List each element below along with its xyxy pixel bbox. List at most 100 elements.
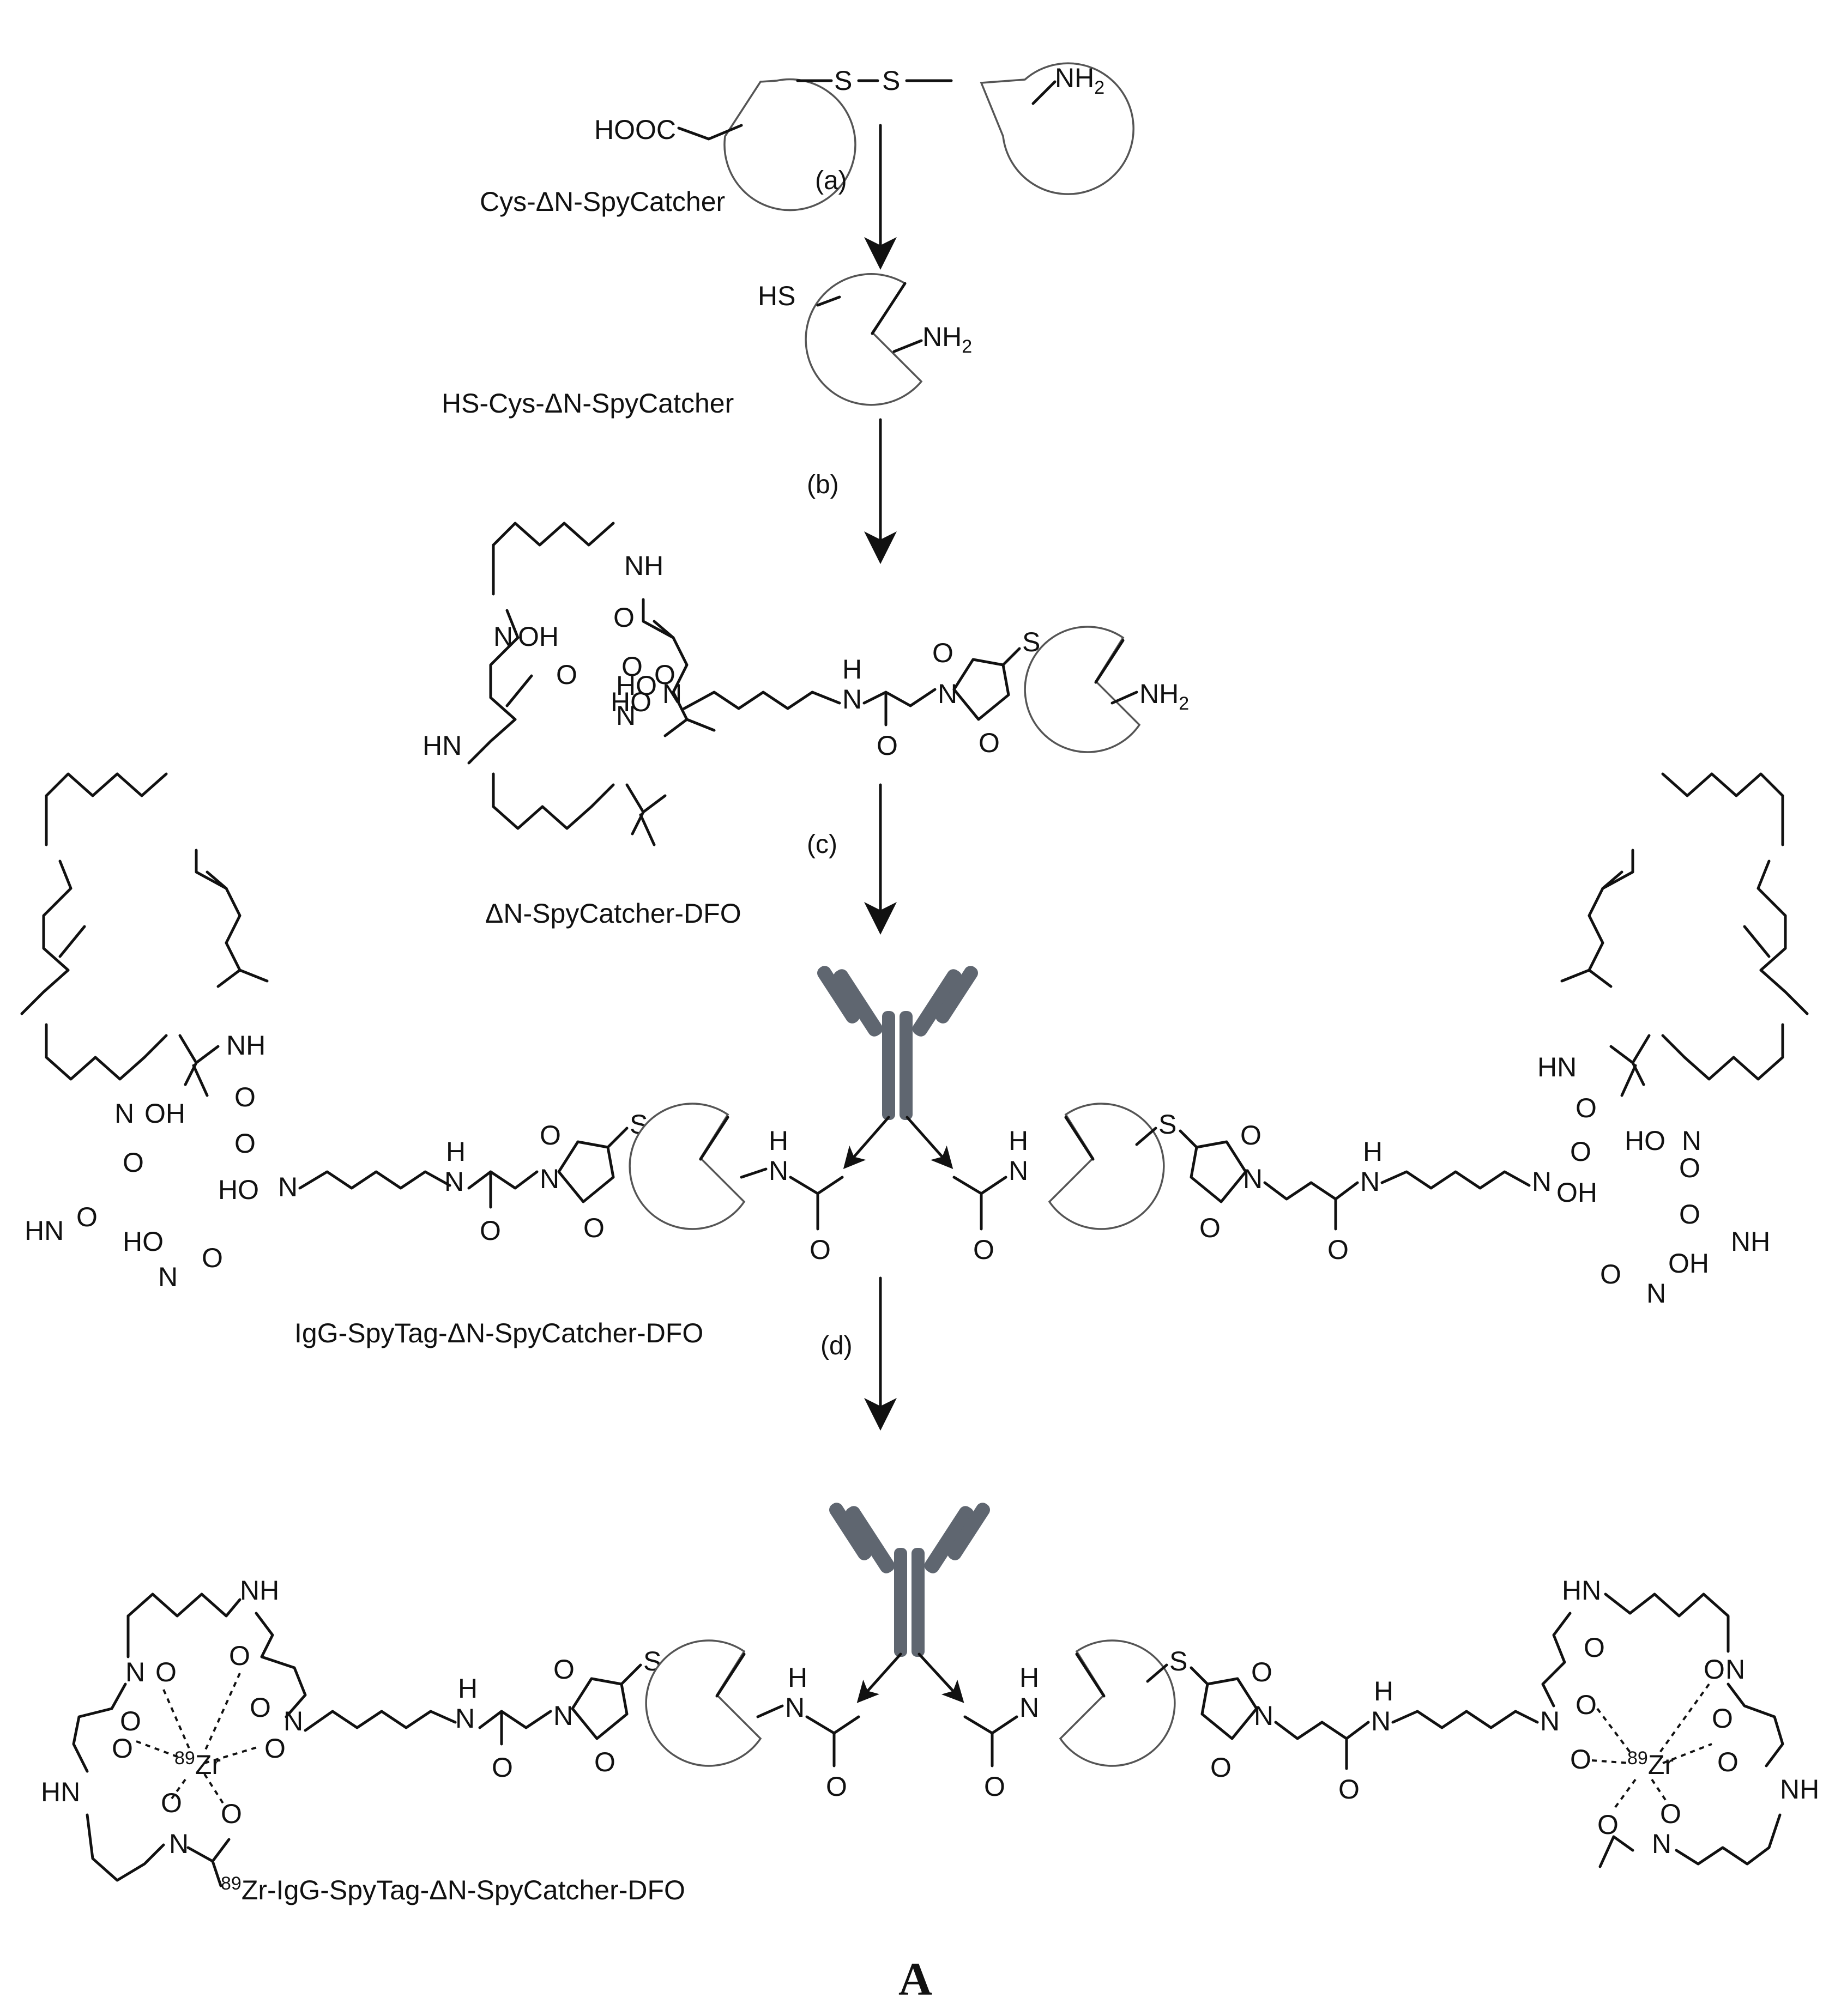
atom-n: N xyxy=(278,1172,298,1202)
atom-n: N xyxy=(785,1692,805,1723)
atom-o: O xyxy=(621,651,643,682)
atom-o: O xyxy=(123,1147,144,1178)
atom-n: N xyxy=(553,1700,573,1731)
atom-o: O xyxy=(1660,1799,1681,1829)
atom-o: O xyxy=(1199,1213,1221,1243)
compound-5: NH O N O O O HN N O O 89Zr O O N N H O N… xyxy=(41,1503,1819,1905)
atom-h: H xyxy=(1019,1662,1039,1693)
atom-n: N xyxy=(1646,1278,1666,1309)
atom-o: O xyxy=(480,1215,501,1246)
step-label: (b) xyxy=(807,470,839,499)
atom-o: O xyxy=(1597,1809,1619,1840)
atom-ho: HO xyxy=(123,1226,164,1257)
atom-o: O xyxy=(234,1082,256,1112)
atom-ho: HO xyxy=(611,687,651,717)
step-label: (a) xyxy=(815,166,847,195)
atom-n: N xyxy=(1009,1155,1028,1186)
atom-o: O xyxy=(984,1771,1005,1802)
atom-zr: 89Zr xyxy=(174,1748,221,1780)
atom-h: H xyxy=(842,654,862,685)
atom-s: S xyxy=(882,65,900,96)
atom-n: N xyxy=(1371,1706,1391,1736)
atom-o: O xyxy=(1600,1259,1621,1289)
atom-ho: HO xyxy=(218,1175,259,1205)
atom-o: O xyxy=(1576,1690,1597,1720)
atom-o: O xyxy=(1717,1747,1739,1777)
atom-n: N xyxy=(662,679,682,709)
atom-n: N xyxy=(283,1706,303,1736)
atom-nh: NH xyxy=(226,1030,265,1061)
atom-hn: HN xyxy=(1562,1575,1601,1606)
atom-o: O xyxy=(654,659,675,690)
atom-o: O xyxy=(540,1120,561,1151)
atom-o: O xyxy=(613,602,635,633)
atom-n: N xyxy=(158,1262,178,1292)
atom-n: N xyxy=(444,1166,464,1197)
atom-o: O xyxy=(556,659,577,690)
atom-n: N xyxy=(1243,1164,1263,1194)
compound-label: HS-Cys-ΔN-SpyCatcher xyxy=(442,388,734,419)
atom-o: O xyxy=(1570,1136,1591,1167)
atom-h: H xyxy=(1363,1136,1383,1167)
compound-4: NH N OH O O O HO N O HN HO N O N H O N O… xyxy=(22,774,1807,1348)
atom-n: N xyxy=(938,679,957,709)
atom-o: O xyxy=(120,1706,141,1736)
atom-hn: HN xyxy=(25,1215,64,1246)
atom-n: N xyxy=(455,1703,475,1734)
atom-o: O xyxy=(229,1640,250,1671)
atom-hn: HN xyxy=(41,1777,80,1807)
atom-o: O xyxy=(1338,1774,1360,1805)
atom-hs: HS xyxy=(758,281,795,311)
atom-zr: 89Zr xyxy=(1627,1748,1674,1780)
atom-oh: OH xyxy=(518,621,559,652)
atom-o: O xyxy=(155,1657,177,1687)
atom-ho: HO xyxy=(616,670,657,701)
compound-2: HS NH2 HS-Cys-ΔN-SpyCatcher xyxy=(442,273,972,419)
step-label: (c) xyxy=(807,830,837,859)
atom-h: H xyxy=(769,1125,788,1156)
atom-o: O xyxy=(979,728,1000,758)
atom-s: S xyxy=(1169,1646,1187,1676)
atom-n: N xyxy=(493,621,513,652)
protein-pacman-icon xyxy=(1048,1103,1165,1230)
atom-h: H xyxy=(788,1662,807,1693)
atom-n: N xyxy=(1682,1125,1701,1156)
protein-pacman-icon xyxy=(980,62,1134,195)
atom-o: O xyxy=(1679,1153,1700,1183)
reaction-arrow-icon xyxy=(856,1652,902,1703)
atom-n: N xyxy=(1652,1829,1671,1859)
atom-n: N xyxy=(1725,1654,1745,1685)
atom-nh2: NH2 xyxy=(922,322,972,357)
atom-n: N xyxy=(769,1155,788,1186)
atom-n: N xyxy=(114,1098,134,1129)
atom-o: O xyxy=(492,1752,513,1783)
atom-n: N xyxy=(1540,1706,1560,1736)
reaction-arrow-icon xyxy=(917,1652,964,1703)
atom-nh: NH xyxy=(240,1575,279,1606)
reaction-arrow-icon xyxy=(843,1116,890,1170)
compound-label: ΔN-SpyCatcher-DFO xyxy=(485,898,741,929)
atom-o: O xyxy=(1570,1744,1591,1775)
compound-1: S S HOOC NH2 Cys-ΔN-SpyCatcher xyxy=(480,62,1134,217)
atom-o: O xyxy=(826,1771,847,1802)
atom-s: S xyxy=(1158,1109,1176,1140)
atom-n: N xyxy=(125,1657,145,1687)
atom-o: O xyxy=(553,1654,575,1685)
compound-label: Cys-ΔN-SpyCatcher xyxy=(480,186,725,217)
atom-oh: OH xyxy=(144,1098,185,1129)
atom-nh: NH xyxy=(1780,1774,1819,1805)
compound-label: IgG-SpyTag-ΔN-SpyCatcher-DFO xyxy=(294,1318,703,1348)
compound-3: NH N OH O O O HN N HO O N HO N H O N O O… xyxy=(422,523,1189,929)
atom-oh: OH xyxy=(1668,1248,1709,1279)
antibody-icon xyxy=(829,1503,990,1657)
antibody-icon xyxy=(817,966,978,1120)
atom-o: O xyxy=(264,1733,286,1764)
atom-oh: OH xyxy=(1556,1177,1597,1208)
atom-h: H xyxy=(458,1673,478,1704)
atom-o: O xyxy=(221,1799,242,1829)
atom-hn: HN xyxy=(1537,1052,1577,1082)
atom-o: O xyxy=(1704,1654,1725,1685)
atom-n: N xyxy=(1019,1692,1039,1723)
protein-pacman-icon xyxy=(1059,1639,1176,1767)
